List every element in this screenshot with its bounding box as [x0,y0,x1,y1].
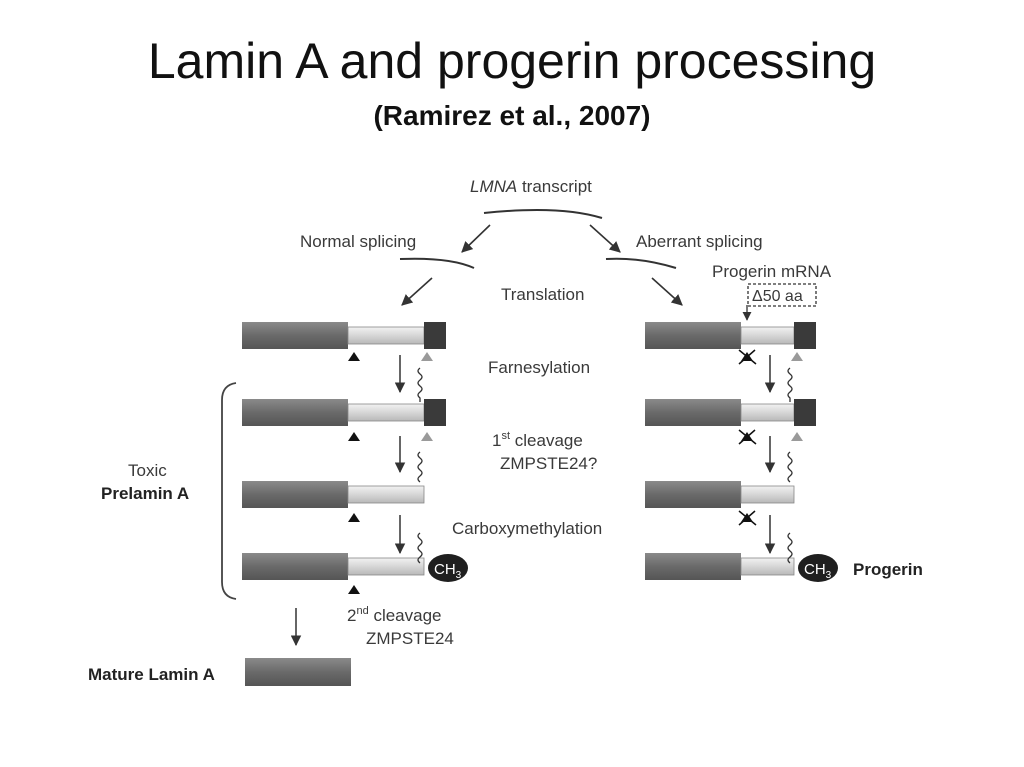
prelamin-a-label: Prelamin A [101,484,189,503]
progerin-rod-domain [645,322,741,349]
cleavage-site-marker [348,585,360,594]
lmna-gene-label: LMNA [470,177,517,196]
blocked-site-cross [738,429,757,445]
cleavage-site-marker [348,352,360,361]
gray-cleavage-site-marker [421,432,433,441]
farnesyl-group [787,451,793,483]
methyl-group [428,554,468,582]
mature-lamin-rod [245,658,351,686]
transcript-bracket [483,208,603,219]
lamin-rod-domain [242,553,348,580]
progerin-tail-segment [740,403,795,422]
aberrant-mrna-bracket [605,257,677,269]
mature-lamin-a-label: Mature Lamin A [88,665,215,684]
cleavage-site-marker [348,513,360,522]
progerin-label: Progerin [853,560,923,579]
lamin-rod-domain [242,481,348,508]
gray-cleavage-site-marker [791,352,803,361]
first-cleavage-num: 1 [492,431,501,450]
farnesyl-group [787,367,793,402]
second-cleavage-sup: nd [356,605,368,617]
lamin-tail-segment [347,557,425,576]
carboxymethylation-label: Carboxymethylation [452,519,602,538]
first-cleavage-text: cleavage [510,431,583,450]
normal-splicing-label: Normal splicing [300,232,416,251]
lamin-rod-domain [242,322,348,349]
farnesyl-group [417,532,423,564]
caax-motif-block [794,399,816,426]
methyl-group [798,554,838,582]
farnesyl-group [417,451,423,483]
progerin-tail-segment [740,557,795,576]
farnesyl-group [417,367,423,402]
first-cleavage-sup: st [501,430,510,442]
lamin-tail-segment [347,485,425,504]
first-cleavage-label: 1st cleavage [492,430,583,450]
cleavage-site-marker [348,432,360,441]
methyl-label: CH3 [434,561,462,581]
first-cleavage-enzyme: ZMPSTE24? [500,454,597,473]
progerin-rod-domain [645,481,741,508]
methyl-subscript: 3 [456,570,462,581]
aberrant-translation-arrow [651,277,683,306]
farnesyl-group [787,532,793,564]
progerin-tail-segment [740,326,795,345]
lamin-tail-segment [347,403,425,422]
methyl-text: CH [434,561,456,578]
toxic-label: Toxic [128,461,167,480]
second-cleavage-label: 2nd cleavage [347,605,442,625]
gray-cleavage-site-marker [421,352,433,361]
second-cleavage-text: cleavage [369,606,442,625]
normal-splicing-arrow [461,224,491,253]
progerin-rod-domain [645,553,741,580]
blocked-site-cross [738,349,757,365]
caax-motif-block [424,322,446,349]
lamin-rod-domain [242,399,348,426]
aberrant-splicing-label: Aberrant splicing [636,232,763,251]
slide-title: Lamin A and progerin processing [147,33,877,89]
methyl-text: CH [804,561,826,578]
translation-label: Translation [501,285,584,304]
deletion-label: Δ50 aa [752,288,803,305]
transcript-word: transcript [517,177,592,196]
slide-subtitle: (Ramirez et al., 2007) [373,100,651,131]
second-cleavage-num: 2 [347,606,356,625]
caax-motif-block [794,322,816,349]
methyl-label: CH3 [804,561,832,581]
caax-motif-block [424,399,446,426]
prelamin-bracket [221,382,237,600]
progerin-rod-domain [645,399,741,426]
normal-translation-arrow [401,277,433,306]
blocked-site-cross [738,510,757,526]
progerin-tail-segment [740,485,795,504]
lamin-tail-segment [347,326,425,345]
lmna-transcript-label: LMNA transcript [470,177,592,196]
gray-cleavage-site-marker [791,432,803,441]
normal-mrna-bracket [399,257,475,269]
aberrant-splicing-arrow [589,224,621,253]
progerin-mrna-label: Progerin mRNA [712,262,832,281]
methyl-subscript: 3 [826,570,832,581]
farnesylation-label: Farnesylation [488,358,590,377]
second-cleavage-enzyme: ZMPSTE24 [366,629,454,648]
